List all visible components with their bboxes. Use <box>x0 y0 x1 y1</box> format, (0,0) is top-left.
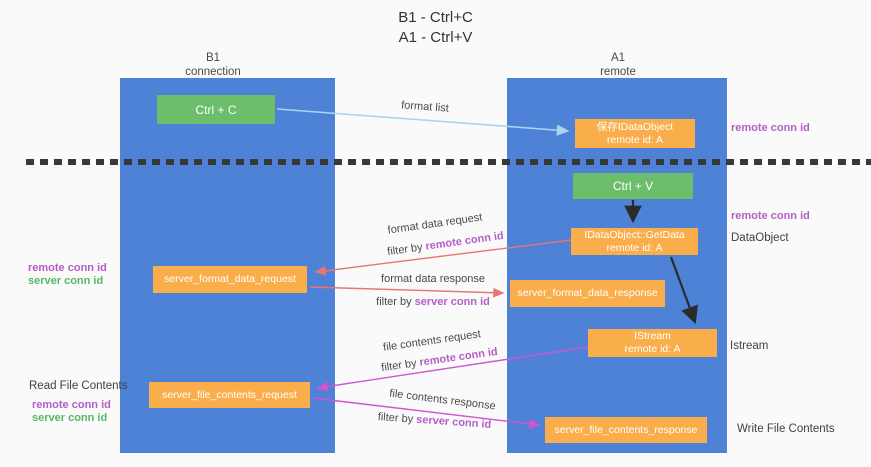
getdata-line2: remote id: A <box>606 241 663 254</box>
format-response-label: server_format_data_response <box>517 287 658 299</box>
idataobject-getdata-box: IDataObject::GetData remote id: A <box>571 228 698 255</box>
annotation-remote-conn-id-left-bottom: remote conn id <box>32 399 111 411</box>
filter-by-text: filter by <box>380 356 421 375</box>
label-filter-server-1: filter by server conn id <box>373 296 493 308</box>
getdata-line1: IDataObject::GetData <box>584 228 685 241</box>
save-idataobject-line1: 保存IDataObject <box>596 120 674 133</box>
lane-header-b1: B1 connection <box>160 51 266 79</box>
istream-line1: IStream <box>634 330 671 342</box>
annotation-remote-conn-id-mid: remote conn id <box>731 210 810 222</box>
server-format-data-request-box: server_format_data_request <box>153 266 307 293</box>
annotation-server-conn-id-left-bottom: server conn id <box>32 412 108 424</box>
annotation-server-conn-id-left: server conn id <box>28 275 104 287</box>
lane-b1-name: B1 <box>205 52 221 64</box>
annotation-dataobject: DataObject <box>731 232 789 244</box>
annotation-read-file-contents: Read File Contents <box>29 380 128 392</box>
filter-remote-conn-id: remote conn id <box>424 229 505 253</box>
filter-server-conn-id: server conn id <box>414 296 490 308</box>
server-format-data-response-box: server_format_data_response <box>510 280 665 307</box>
diagram-title: B1 - Ctrl+C A1 - Ctrl+V <box>0 8 871 48</box>
lane-a1-name: A1 <box>610 52 626 64</box>
istream-line2: remote id: A <box>624 343 681 355</box>
server-file-contents-request-box: server_file_contents_request <box>149 382 310 408</box>
annotation-remote-conn-id-top: remote conn id <box>731 122 810 134</box>
save-idataobject-box: 保存IDataObject remote id: A <box>575 119 695 148</box>
annotation-remote-conn-id-left: remote conn id <box>28 262 107 274</box>
filter-server-conn-id: server conn id <box>415 413 492 431</box>
clipboard-phase-separator <box>26 159 871 165</box>
file-request-label: server_file_contents_request <box>162 388 297 401</box>
filter-by-text: filter by <box>376 296 415 308</box>
ctrl-c-label: Ctrl + C <box>195 102 237 117</box>
annotation-write-file-contents: Write File Contents <box>737 423 835 435</box>
istream-box: IStream remote id: A <box>588 329 717 357</box>
save-idataobject-line2: remote id: A <box>606 133 664 146</box>
label-format-list: format list <box>400 99 450 115</box>
arrow-format-data-response <box>309 286 505 298</box>
file-response-label: server_file_contents_response <box>554 423 698 436</box>
label-format-data-response: format data response <box>381 273 485 285</box>
ctrl-c-box: Ctrl + C <box>157 95 275 124</box>
title-line-2: A1 - Ctrl+V <box>398 29 473 46</box>
filter-by-text: filter by <box>386 240 427 259</box>
title-line-1: B1 - Ctrl+C <box>398 9 473 26</box>
lane-header-a1: A1 remote <box>565 51 671 79</box>
format-request-label: server_format_data_request <box>164 273 296 285</box>
server-file-contents-response-box: server_file_contents_response <box>545 417 707 443</box>
annotation-istream: Istream <box>730 340 769 352</box>
lane-a1-role: remote <box>600 66 636 78</box>
ctrl-v-box: Ctrl + V <box>573 173 693 199</box>
lane-b1-role: connection <box>185 66 241 78</box>
filter-by-text: filter by <box>377 411 417 426</box>
annotation-conn-ids-file: remote conn id server conn id <box>32 399 111 425</box>
filter-remote-conn-id: remote conn id <box>418 345 499 369</box>
label-file-contents-response: file contents response <box>388 387 497 413</box>
ctrl-v-label: Ctrl + V <box>612 179 654 193</box>
label-filter-server-2: filter by server conn id <box>372 411 498 432</box>
annotation-conn-ids-format: remote conn id server conn id <box>28 262 107 288</box>
